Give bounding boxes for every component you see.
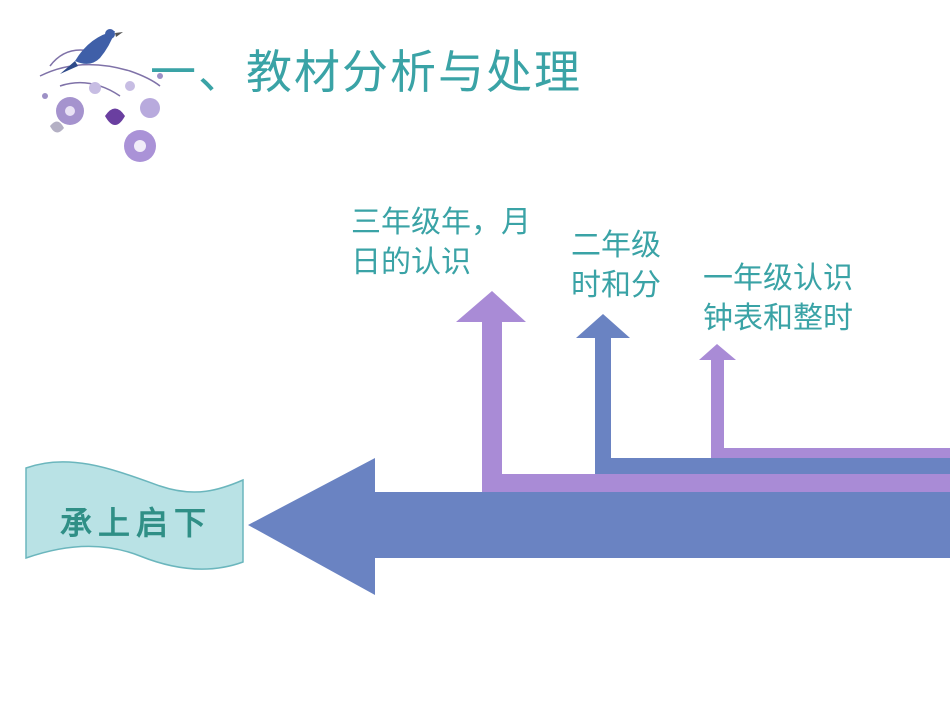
grade3-up-arrow xyxy=(456,291,950,492)
grade3-label-line1: 三年级年，月 xyxy=(351,205,531,240)
grade3-label-line2: 日的认识 xyxy=(351,245,471,280)
grade1-label-line1: 一年级认识 xyxy=(703,261,853,296)
grade1-up-arrow xyxy=(699,344,950,458)
banner-label: 承上启下 xyxy=(59,504,212,542)
banner-shape xyxy=(25,461,244,570)
grade2-label-line1: 二年级 xyxy=(571,228,661,263)
main-left-arrow xyxy=(248,458,950,595)
bird-flower-ornament-icon xyxy=(39,29,163,162)
grade2-label-line2: 时和分 xyxy=(571,268,661,303)
grade1-label: 一年级认识 钟表和整时 xyxy=(703,259,853,339)
page-title: 一、教材分析与处理 xyxy=(150,45,582,99)
grade1-label-line2: 钟表和整时 xyxy=(703,301,853,336)
grade2-label: 二年级 时和分 xyxy=(571,226,661,306)
grade3-label: 三年级年，月 日的认识 xyxy=(351,203,531,283)
